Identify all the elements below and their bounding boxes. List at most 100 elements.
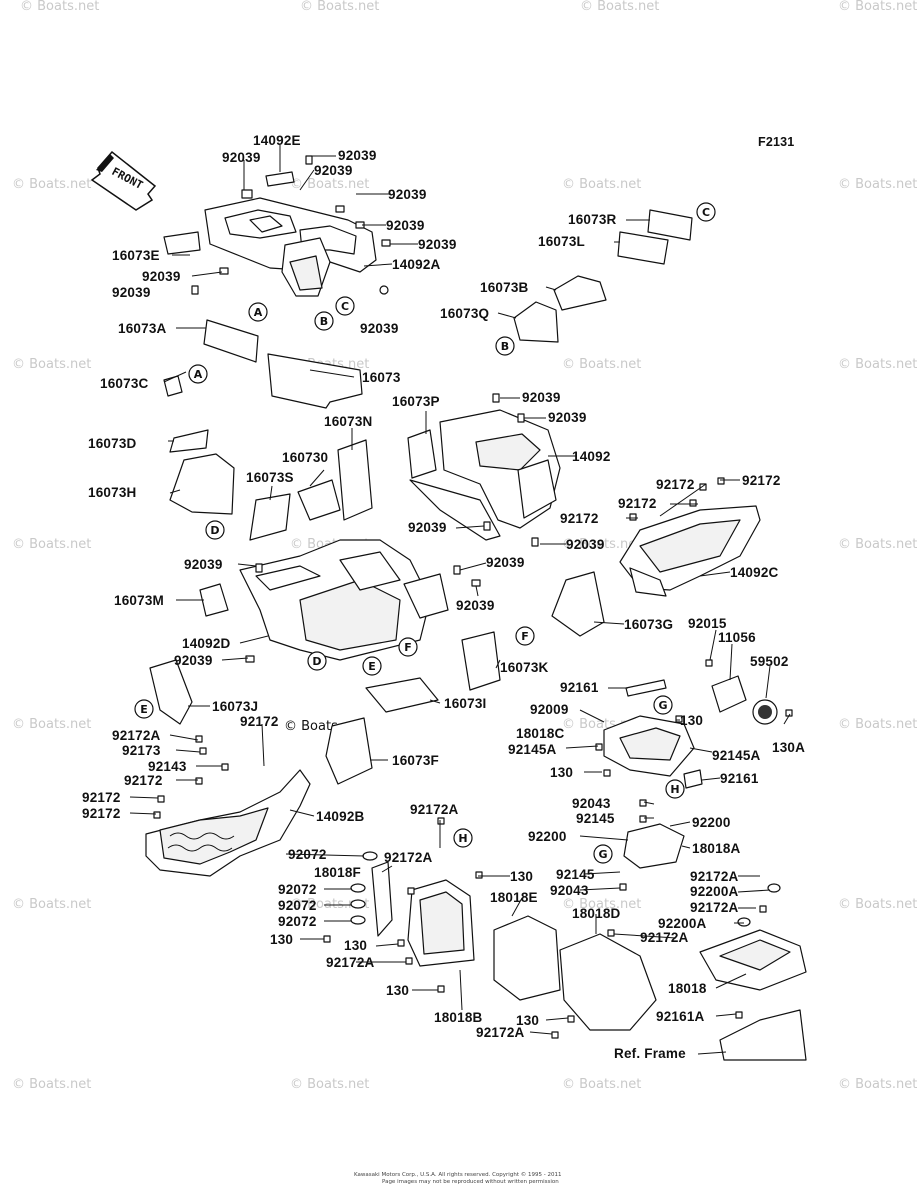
part-label: 130 [386, 983, 409, 998]
part-label: 92039 [566, 537, 605, 552]
duct-assembly [595, 679, 703, 789]
floor-guard-assembly [145, 735, 311, 877]
part-label: 92161A [656, 1009, 705, 1024]
part-label: 92172 [618, 496, 657, 511]
part-label: 16073R [568, 212, 617, 227]
part-label: 16073I [444, 696, 487, 711]
callout-h: H [453, 828, 473, 848]
part-label: 130A [772, 740, 805, 755]
part-label: 16073P [392, 394, 440, 409]
sticker-16073k [461, 631, 501, 691]
watermark: © Boats.net [562, 177, 641, 192]
part-label: 92200A [690, 884, 739, 899]
leader-lines [129, 145, 791, 1055]
watermark: © Boats.net [12, 537, 91, 552]
part-label: 92172A [410, 802, 459, 817]
svg-text:A: A [254, 306, 263, 319]
part-label: 16073M [114, 593, 164, 608]
part-label: 92172A [690, 869, 739, 884]
part-label: 16073Q [440, 306, 489, 321]
part-label: 16073C [100, 376, 149, 391]
watermark: © Boats.net [12, 1077, 91, 1092]
callout-g: G [653, 695, 673, 715]
part-label: 130 [344, 938, 367, 953]
part-label: 18018C [516, 726, 565, 741]
part-label: 92143 [148, 759, 187, 774]
part-label: 92172A [112, 728, 161, 743]
part-label: 92172A [640, 930, 689, 945]
figure-code: F2131 [758, 135, 794, 149]
ref-frame-label: Ref. Frame [614, 1046, 686, 1061]
watermark: © Boats.net [562, 1077, 641, 1092]
part-label: 92039 [486, 555, 525, 570]
svg-text:E: E [368, 660, 376, 673]
part-label: 16073N [324, 414, 373, 429]
part-label: 18018 [668, 981, 707, 996]
svg-text:F: F [521, 630, 529, 643]
part-label: 92172A [326, 955, 375, 970]
sticker-16073i [365, 677, 439, 713]
part-label: 130 [516, 1013, 539, 1028]
part-label: 92039 [174, 653, 213, 668]
watermark: © Boats.net [300, 0, 379, 14]
part-label: 92039 [222, 150, 261, 165]
part-label: 92200A [658, 916, 707, 931]
part-label: 92072 [278, 898, 317, 913]
part-label: 92039 [386, 218, 425, 233]
part-label: 92161 [720, 771, 759, 786]
svg-text:A: A [194, 368, 203, 381]
watermark: © Boats.net [562, 537, 641, 552]
part-label: 92039 [456, 598, 495, 613]
part-label: 92072 [278, 914, 317, 929]
part-label: 92145 [576, 811, 615, 826]
part-label: 18018A [692, 841, 741, 856]
part-label: 92039 [388, 187, 427, 202]
part-label: 92172A [690, 900, 739, 915]
part-label: 92172 [656, 477, 695, 492]
sticker-16073j [149, 659, 193, 725]
part-label: 16073D [88, 436, 137, 451]
part-label: 18018D [572, 906, 621, 921]
svg-text:F: F [404, 641, 412, 654]
part-label: 92172A [476, 1025, 525, 1040]
watermark: © Boats.net [838, 0, 917, 14]
watermark: © Boats.net [838, 897, 917, 912]
svg-text:E: E [140, 703, 148, 716]
watermark: © Boats.net [12, 357, 91, 372]
part-label: 160730 [282, 450, 328, 465]
callout-d: D [205, 520, 225, 540]
watermark: © Boats.net [838, 717, 917, 732]
part-label: 92039 [548, 410, 587, 425]
front-arrow-icon: FRONT [90, 150, 157, 211]
middle-left-stickers [169, 429, 373, 541]
watermark: © Boats.net [290, 1077, 369, 1092]
watermark: © Boats.net [12, 717, 91, 732]
watermark: © Boats.net [562, 897, 641, 912]
part-label: 92172 [240, 714, 279, 729]
part-label: 16073L [538, 234, 585, 249]
sticker-16073f [325, 717, 373, 785]
part-label: 16073K [500, 660, 549, 675]
part-label: 92172 [82, 790, 121, 805]
part-label: 92039 [522, 390, 561, 405]
part-label: 18018E [490, 890, 538, 905]
part-labels: 14092E 92039 92039 92039 92039 92039 920… [82, 133, 805, 1061]
part-label: 11056 [718, 630, 756, 645]
part-label: 14092 [572, 449, 611, 464]
part-label: 18018F [314, 865, 361, 880]
part-label: 92009 [530, 702, 569, 717]
part-label: 18018B [434, 1010, 483, 1025]
part-label: 130 [270, 932, 293, 947]
part-label: 92039 [142, 269, 181, 284]
part-label: 16073S [246, 470, 294, 485]
watermark: © Boats.net [12, 897, 91, 912]
callout-b: B [495, 336, 515, 356]
part-label: 92172A [384, 850, 433, 865]
svg-text:C: C [341, 300, 349, 313]
part-label: 92039 [408, 520, 447, 535]
part-label: 130 [550, 765, 573, 780]
watermark-grid: © Boats.net © Boats.net © Boats.net © Bo… [12, 0, 917, 1092]
part-label: 92200 [692, 815, 731, 830]
part-label: 92145A [508, 742, 557, 757]
part-label: 92015 [688, 616, 727, 631]
